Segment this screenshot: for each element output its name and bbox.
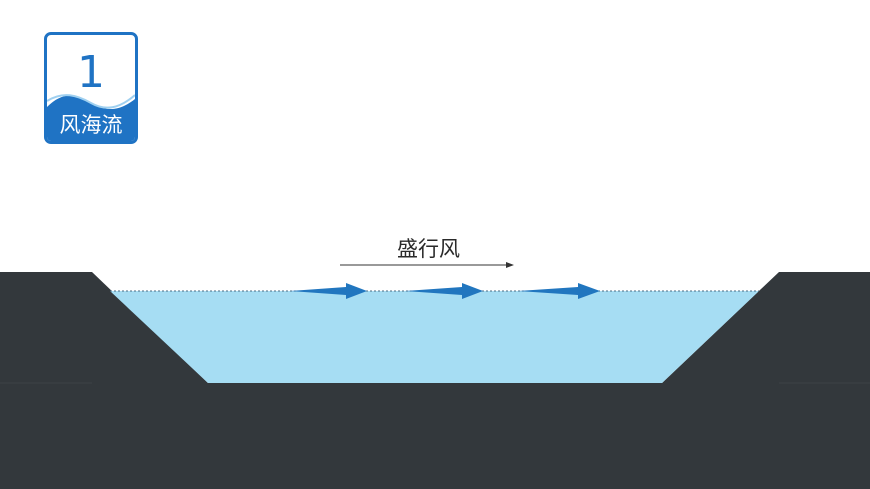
current-arrow: [518, 283, 600, 299]
sea-water: [110, 291, 759, 383]
section-badge: 1 风海流: [44, 32, 138, 144]
section-title: 风海流: [59, 113, 123, 137]
current-arrow: [405, 283, 483, 299]
current-arrow: [290, 283, 367, 299]
land-basin: [0, 272, 870, 489]
wind-arrow-head: [506, 262, 514, 268]
section-number: 1: [77, 47, 105, 98]
wind-label: 盛行风: [397, 237, 460, 261]
wave-icon: [47, 94, 135, 141]
